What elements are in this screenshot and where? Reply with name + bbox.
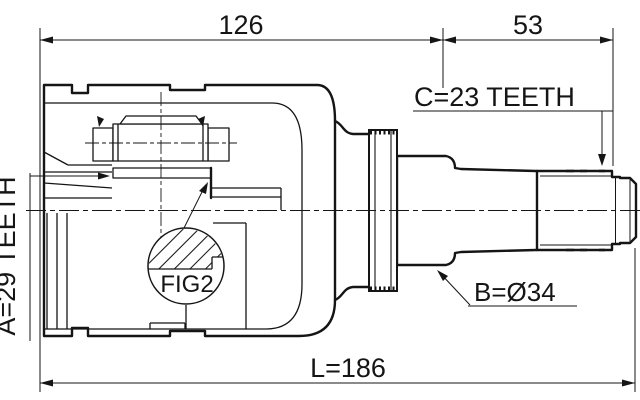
- callout-diameter-b: B=Ø34: [437, 270, 577, 307]
- spline-section: [540, 169, 611, 252]
- callout-spline-c: C=23 TEETH: [413, 82, 613, 166]
- diameter-b-arrowhead: [437, 270, 448, 281]
- dimension-53: 53: [443, 10, 613, 44]
- boot-neck-bottom: [333, 285, 371, 302]
- dimension-system: 126 53 L=186: [39, 10, 636, 392]
- spline-c-arrowhead: [598, 154, 606, 166]
- fig2-leader-line: [183, 185, 206, 229]
- spline-minor-diameter-lines: [540, 175, 611, 246]
- bearing-section-left: [92, 127, 114, 162]
- dimension-length-text: L=186: [310, 353, 386, 383]
- roller-body: [112, 123, 209, 162]
- bearing-section-right: [207, 127, 230, 162]
- dimension-53-text: 53: [513, 10, 543, 40]
- spline-tooth-ticks: [566, 169, 605, 252]
- boot-neck-top: [333, 119, 371, 136]
- dimension-126: 126: [40, 10, 443, 44]
- label-inner-spline-count: A=29 TEETH: [0, 176, 21, 335]
- label-outer-spline-count: C=23 TEETH: [414, 82, 575, 112]
- dimension-overall-length: L=186: [40, 353, 635, 387]
- fig2-leader-arrowhead: [199, 182, 208, 194]
- spline-a-arrowhead: [98, 172, 110, 180]
- fig2-detail: FIG2: [147, 182, 225, 305]
- label-shaft-diameter: B=Ø34: [474, 277, 556, 307]
- tripod-roller-assembly: [85, 92, 237, 246]
- fig2-label: FIG2: [160, 271, 213, 298]
- roller-inner-lines: [117, 124, 204, 161]
- fig2-hatch-segment: [149, 229, 223, 269]
- dimension-126-text: 126: [218, 10, 263, 40]
- spider-hatched-strip: [112, 167, 212, 179]
- seal-mark-right: [198, 116, 205, 127]
- housing-interior-lines: [43, 151, 282, 329]
- seal-mark-left: [97, 116, 104, 127]
- fig2-chord-lines: [148, 256, 223, 270]
- callout-spline-a: A=29 TEETH: [0, 172, 110, 341]
